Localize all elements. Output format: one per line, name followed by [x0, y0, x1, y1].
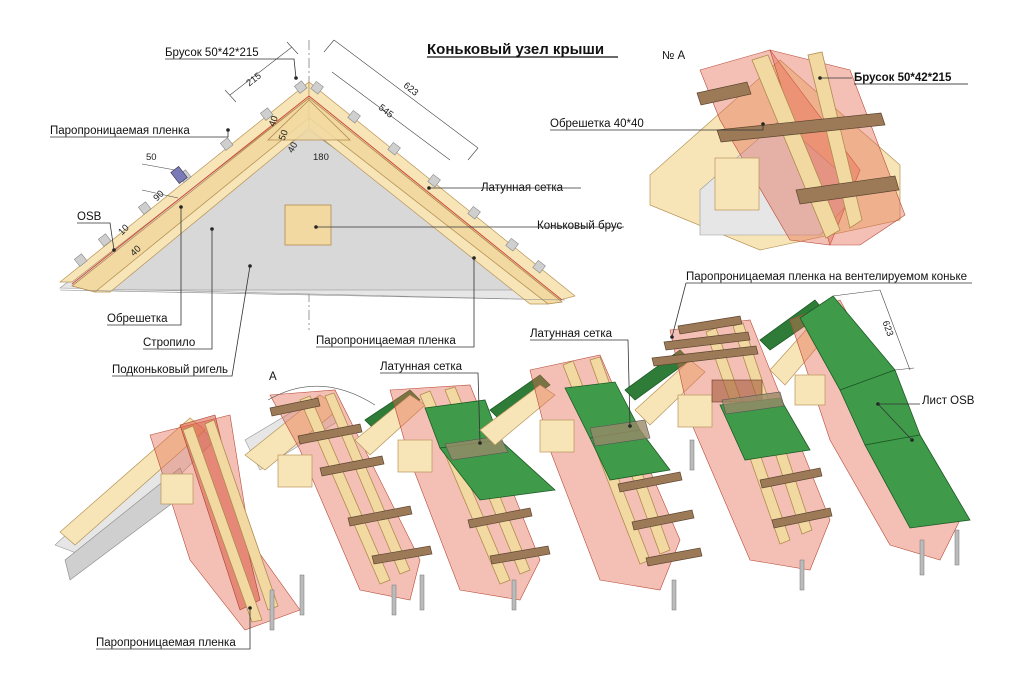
label-parop-film-bottom: Паропроницаемая пленка [96, 637, 236, 649]
ridge-beam-block [284, 204, 332, 246]
label-obreshetka-1: Обрешетка [107, 313, 168, 325]
step6-osb-bottom [864, 434, 971, 529]
label-brusok-top: Брусок 50*42*215 [165, 47, 259, 59]
label-osb-sheet: Лист OSB [922, 395, 975, 407]
ridge-section-view: 215 623 545 40 50 40 180 50 90 10 40 [59, 39, 576, 330]
label-latun-mesh-3: Латунная сетка [530, 328, 613, 340]
detail-ridge-beam [714, 157, 760, 211]
dim-50-a: 50 [277, 128, 291, 142]
sequence-step-4 [479, 354, 703, 611]
label-stropilo: Стропило [143, 337, 195, 349]
sequence-step-1 [54, 414, 305, 631]
dim-215: 215 [244, 71, 263, 89]
dim-545: 545 [376, 102, 395, 120]
dim-50-b: 50 [146, 152, 157, 163]
label-ridge-beam: Коньковый брус [537, 220, 622, 232]
detail-batten-3 [795, 175, 900, 205]
label-parop-film-2: Паропроницаемая пленка [316, 335, 456, 347]
sequence-step-5 [624, 315, 833, 591]
dim-623-top: 623 [401, 80, 420, 98]
sequence-step-2 [244, 385, 433, 616]
dim-180: 180 [313, 152, 329, 163]
detail-batten-2 [716, 112, 886, 143]
diagram-title: Коньковый узел крыши [427, 41, 604, 58]
label-obreshetka-detail: Обрешетка 40*40 [550, 118, 644, 130]
label-brusok-detail: Брусок 50*42*215 [854, 72, 952, 84]
detail-batten-1 [696, 81, 752, 106]
label-vent-ridge-film: Паропроницаемая пленка на вентелируемом … [686, 271, 967, 283]
detail-a-view [649, 49, 906, 251]
label-ridge-girder: Подконьковый ригель [112, 364, 228, 376]
label-node-ref: № А [662, 50, 686, 62]
sequence-step-6: 623 [759, 289, 971, 576]
label-osb: OSB [77, 211, 102, 223]
dim-40-a: 40 [267, 114, 281, 128]
sequence-step-3 [354, 384, 556, 611]
label-latun-mesh-2: Латунная сетка [380, 361, 463, 373]
label-detail-ref: А [269, 371, 277, 383]
dim-40-b: 40 [286, 140, 301, 155]
label-parop-film-1: Паропроницаемая пленка [50, 125, 190, 137]
dim-623-right: 623 [880, 319, 896, 338]
